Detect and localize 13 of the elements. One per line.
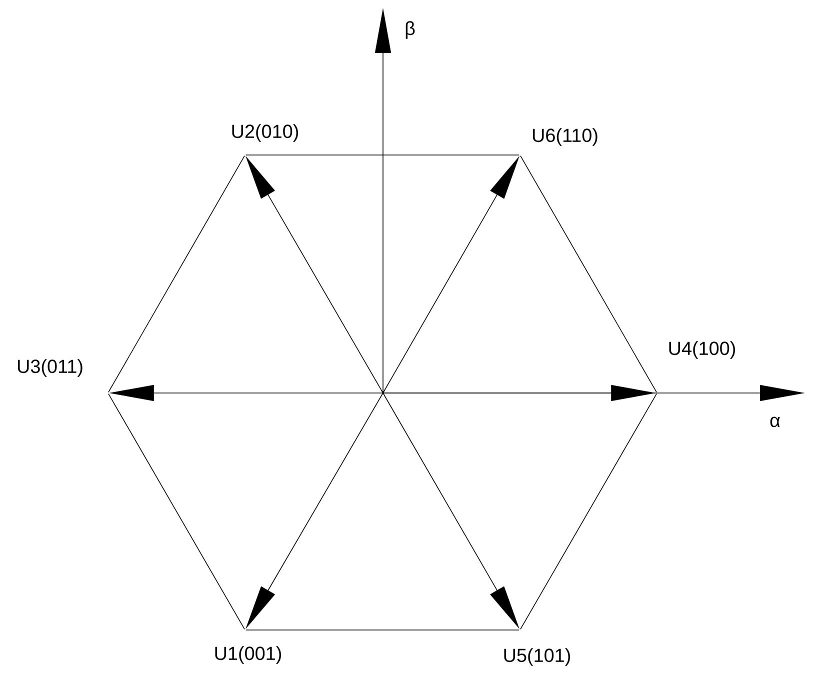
vector-label: U3(011) bbox=[18, 359, 82, 377]
hexagon-side bbox=[246, 154, 520, 156]
hexagon-side bbox=[520, 393, 657, 630]
hexagon-side bbox=[520, 155, 657, 393]
vector-label: U2(010) bbox=[232, 124, 298, 142]
vector-label: U1(001) bbox=[215, 646, 281, 664]
axis-label: α bbox=[770, 416, 780, 428]
vector-label: U4(100) bbox=[669, 341, 735, 359]
axis-label: β bbox=[406, 21, 415, 39]
hexagon-side bbox=[108, 155, 245, 393]
vector-label: U5(101) bbox=[504, 648, 570, 666]
hexagon-side bbox=[108, 393, 245, 630]
vector-label: U6(110) bbox=[532, 128, 598, 146]
